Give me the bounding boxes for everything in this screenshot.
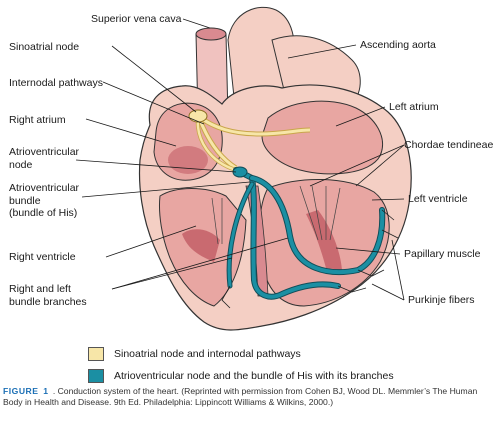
figure-caption: FIGURE 1 . Conduction system of the hear… bbox=[3, 386, 497, 408]
label-purkinje-fibers: Purkinje fibers bbox=[408, 294, 475, 306]
caption-figure-prefix: FIGURE bbox=[3, 386, 39, 396]
legend-item-av: Atrioventricular node and the bundle of … bbox=[88, 369, 394, 383]
label-left-atrium: Left atrium bbox=[389, 101, 439, 113]
label-av-node-line-2: node bbox=[9, 158, 33, 171]
chordae-strands bbox=[211, 185, 341, 245]
label-bundle-branches-line-1: Right and left bbox=[9, 283, 71, 295]
label-bundle-branches: Right and left bundle branches bbox=[9, 283, 87, 308]
legend-swatch-sa bbox=[88, 347, 104, 361]
label-av-bundle-line-3: (bundle of His) bbox=[9, 207, 78, 219]
label-av-bundle: Atrioventricular bundle (bundle of His) bbox=[9, 182, 79, 220]
caption-figure-number: 1 bbox=[43, 386, 49, 396]
legend-item-sa: Sinoatrial node and internodal pathways bbox=[88, 347, 301, 361]
label-av-bundle-line-1: Atrioventricular bbox=[9, 182, 80, 194]
label-bundle-branches-line-2: bundle branches bbox=[9, 295, 87, 308]
label-right-ventricle: Right ventricle bbox=[9, 251, 76, 263]
label-ascending-aorta: Ascending aorta bbox=[360, 39, 436, 51]
label-chordae-tendineae: Chordae tendineae bbox=[404, 139, 494, 151]
label-av-bundle-line-2: bundle bbox=[9, 194, 41, 207]
label-papillary-muscle: Papillary muscle bbox=[404, 248, 481, 260]
legend-text-av: Atrioventricular node and the bundle of … bbox=[114, 370, 394, 382]
label-av-node-line-1: Atrioventricular bbox=[9, 146, 80, 158]
legend-swatch-av bbox=[88, 369, 104, 383]
label-left-ventricle: Left ventricle bbox=[408, 193, 468, 205]
label-internodal-pathways: Internodal pathways bbox=[9, 77, 103, 89]
heart-illustration bbox=[75, 6, 412, 331]
av-bundle-branches bbox=[226, 166, 386, 300]
label-atrioventricular-node: Atrioventricular node bbox=[9, 146, 79, 171]
sa-internodal-pathways bbox=[188, 109, 311, 172]
caption-text: . Conduction system of the heart. (Repri… bbox=[3, 386, 478, 407]
legend-text-sa: Sinoatrial node and internodal pathways bbox=[114, 348, 301, 360]
label-sinoatrial-node: Sinoatrial node bbox=[9, 41, 80, 53]
leader-lines bbox=[75, 18, 405, 301]
label-superior-vena-cava: Superior vena cava bbox=[91, 13, 182, 25]
purkinje-fibers-lines bbox=[221, 209, 399, 309]
label-right-atrium: Right atrium bbox=[9, 114, 66, 126]
